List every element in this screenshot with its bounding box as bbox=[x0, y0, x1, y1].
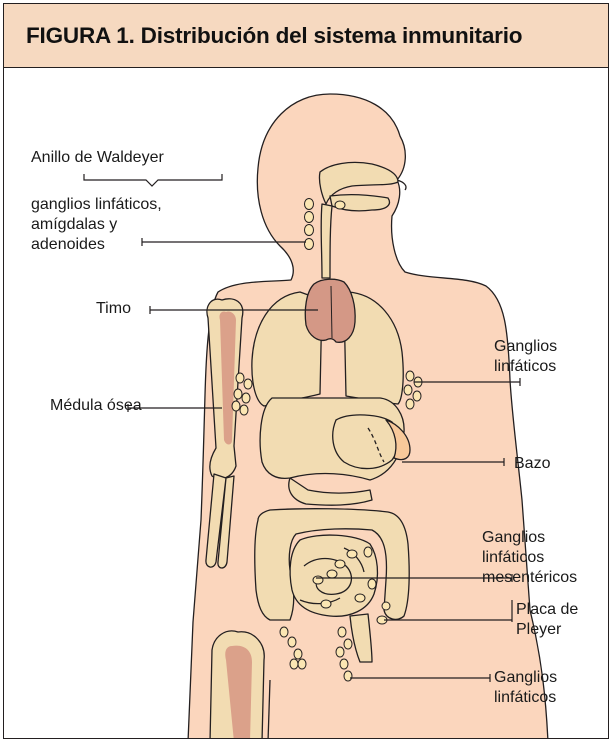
label-bazo: Bazo bbox=[514, 455, 551, 472]
label-ganglios-inguinales-1: Ganglios bbox=[494, 669, 557, 686]
label-waldeyer-line2: amígdalas y bbox=[31, 216, 117, 233]
label-placa-1: Placa de bbox=[516, 601, 578, 618]
label-medula: Médula ósea bbox=[50, 397, 142, 414]
label-mesentericos-3: mesentéricos bbox=[482, 569, 577, 586]
waldeyer-brace bbox=[84, 174, 222, 186]
label-ganglios-inguinales-2: linfáticos bbox=[494, 689, 556, 706]
label-waldeyer-line3: adenoides bbox=[31, 236, 105, 253]
label-ganglios-axilares-2: linfáticos bbox=[494, 358, 556, 375]
label-mesentericos-2: linfáticos bbox=[482, 549, 544, 566]
trachea bbox=[321, 204, 332, 278]
label-placa-2: Pleyer bbox=[516, 621, 562, 638]
label-waldeyer-line1: ganglios linfáticos, bbox=[31, 196, 162, 213]
label-timo: Timo bbox=[96, 300, 131, 317]
label-waldeyer-title: Anillo de Waldeyer bbox=[31, 149, 164, 166]
thymus bbox=[305, 279, 355, 342]
label-ganglios-axilares-1: Ganglios bbox=[494, 338, 557, 355]
label-mesentericos-1: Ganglios bbox=[482, 529, 545, 546]
